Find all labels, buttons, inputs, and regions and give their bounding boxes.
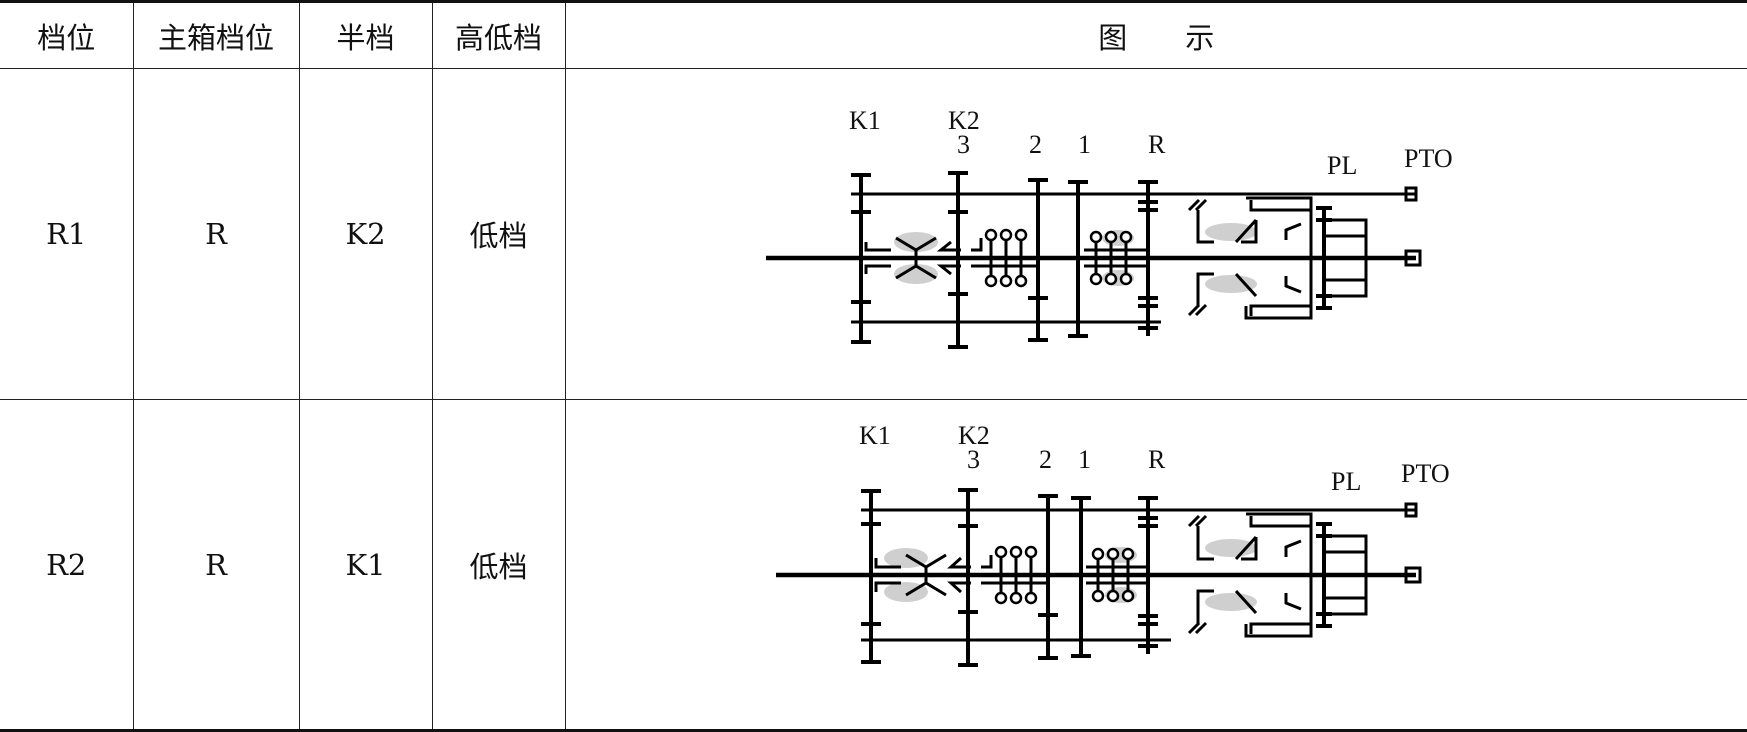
label-gear-r: R: [1148, 130, 1166, 159]
label-pto: PTO: [1404, 144, 1453, 173]
header-half-gear: 半档: [298, 0, 433, 69]
gear-train-drawing: [765, 170, 1421, 349]
label-pl: PL: [1327, 151, 1357, 180]
gear-train-drawing: [775, 488, 1421, 667]
header-gear: 档位: [0, 0, 134, 69]
cell-half-gear: K2: [298, 68, 433, 400]
cell-gear: R1: [0, 68, 134, 400]
label-k2: K2: [948, 106, 980, 135]
label-gear-2: 2: [1029, 130, 1042, 159]
label-k2: K2: [958, 421, 990, 450]
header-diagram: 图 示: [564, 0, 1747, 69]
cell-main-gear: R: [132, 399, 300, 732]
label-pto: PTO: [1401, 459, 1450, 488]
cell-diagram: K1 K2 3 2 1 R PL PTO: [564, 68, 1747, 400]
label-k1: K1: [859, 421, 891, 450]
cell-range: 低档: [431, 68, 566, 400]
table-row: R1 R K2 低档 K1 K2 3 2 1 R PL PTO: [0, 68, 1747, 400]
cell-range: 低档: [431, 399, 566, 732]
label-gear-3: 3: [957, 130, 970, 159]
header-range: 高低档: [431, 0, 566, 69]
table-row: R2 R K1 低档 K1 K2 3 2 1 R PL PTO: [0, 399, 1747, 732]
label-gear-3: 3: [967, 445, 980, 474]
label-gear-2: 2: [1039, 445, 1052, 474]
header-main-gear: 主箱档位: [132, 0, 300, 69]
label-gear-r: R: [1148, 445, 1166, 474]
transmission-diagram-r2: K1 K2 3 2 1 R PL PTO: [775, 421, 1450, 667]
cell-main-gear: R: [132, 68, 300, 400]
cell-diagram: K1 K2 3 2 1 R PL PTO: [564, 399, 1747, 732]
header-row: 档位 主箱档位 半档 高低档 图 示: [0, 0, 1747, 69]
transmission-diagram-r1: K1 K2 3 2 1 R PL PTO: [765, 106, 1453, 349]
label-k1: K1: [849, 106, 881, 135]
label-pl: PL: [1331, 467, 1361, 496]
cell-gear: R2: [0, 399, 134, 732]
label-gear-1: 1: [1078, 445, 1091, 474]
cell-half-gear: K1: [298, 399, 433, 732]
label-gear-1: 1: [1078, 130, 1091, 159]
